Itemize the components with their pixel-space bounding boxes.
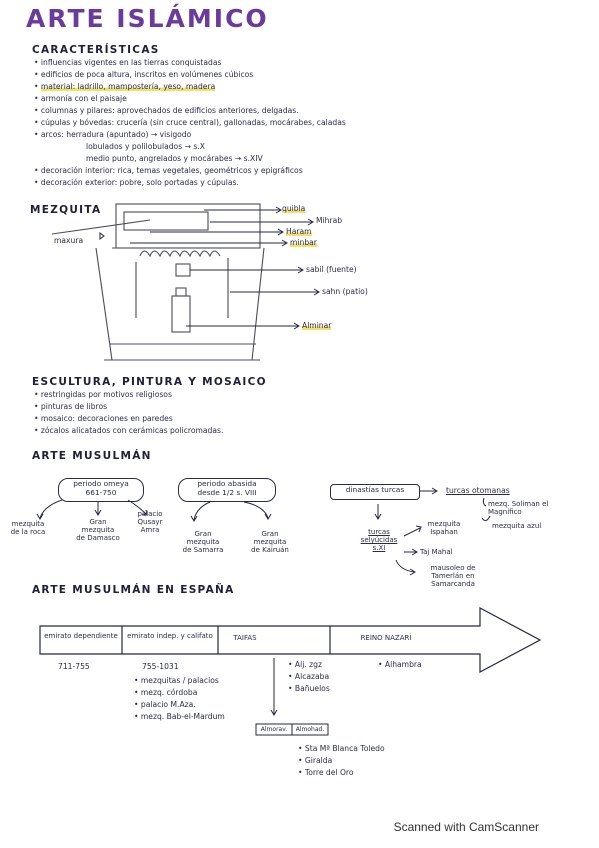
list-item: • palacio M.Aza. bbox=[134, 700, 196, 709]
list-item: • Alcazaba bbox=[288, 672, 330, 681]
list-item: • mezquitas / palacios bbox=[134, 676, 219, 685]
list-item: • decoración exterior: pobre, solo porta… bbox=[34, 178, 239, 187]
list-item: • Giralda bbox=[298, 756, 333, 765]
otomanas-child: mezquita azul bbox=[492, 522, 542, 530]
timeline-emirato-dependiente: emirato dependiente bbox=[44, 632, 118, 640]
dates-emirato: 711-755 bbox=[58, 662, 90, 671]
list-item: • mosaico: decoraciones en paredes bbox=[34, 414, 173, 423]
list-item: • pinturas de libros bbox=[34, 402, 108, 411]
turcas-otomanas: turcas otomanas bbox=[446, 486, 510, 495]
otomanas-child: mezq. Soliman el Magnífico bbox=[488, 500, 549, 516]
list-item: • Alj. zgz bbox=[288, 660, 322, 669]
list-item: medio punto, angrelados y mocárabes → s.… bbox=[86, 154, 263, 163]
list-item: • zócalos alicatados con cerámicas polic… bbox=[34, 426, 224, 435]
list-item: • armonía con el paisaje bbox=[34, 94, 127, 103]
heading-escultura: ESCULTURA, PINTURA Y MOSAICO bbox=[32, 376, 267, 388]
label-sahn: sahn (patio) bbox=[322, 287, 368, 296]
heading-mezquita: MEZQUITA bbox=[30, 204, 102, 216]
list-item: • decoración interior: rica, temas veget… bbox=[34, 166, 303, 175]
label-mihrab: Mihrab bbox=[316, 216, 343, 225]
page-title: ARTE ISLÁMICO bbox=[26, 4, 269, 33]
label-alminar: Alminar bbox=[302, 321, 332, 330]
list-item: • Bañuelos bbox=[288, 684, 330, 693]
label-maxura: maxura bbox=[54, 236, 84, 245]
list-item: • edificios de poca altura, inscritos en… bbox=[34, 70, 254, 79]
list-item: • mezq. córdoba bbox=[134, 688, 198, 697]
timeline-taifas: TAIFAS bbox=[233, 634, 257, 642]
timeline-reino-nazari: REINO NAZARÍ bbox=[360, 634, 412, 642]
list-item: lobulados y polilobulados → s.X bbox=[86, 142, 205, 151]
label-sabil: sabil (fuente) bbox=[306, 265, 357, 274]
heading-arte-musulman: ARTE MUSULMÁN bbox=[32, 450, 152, 462]
heading-espana: ARTE MUSULMÁN EN ESPAÑA bbox=[32, 584, 235, 596]
list-item: • arcos: herradura (apuntado) → visigodo bbox=[34, 130, 192, 139]
list-item: • Torre del Oro bbox=[298, 768, 354, 777]
list-item: • cúpulas y bóvedas: crucería (sin cruce… bbox=[34, 118, 346, 127]
list-item: • Alhambra bbox=[378, 660, 422, 669]
label-minbar: minbar bbox=[290, 238, 317, 247]
list-item: • Sta Mª Blanca Toledo bbox=[298, 744, 385, 753]
box-almoravides: Almorav. bbox=[260, 726, 288, 733]
label-quibla: quibla bbox=[282, 204, 306, 213]
list-item: • influencias vigentes en las tierras co… bbox=[34, 58, 222, 67]
box-almohades: Almohad. bbox=[295, 726, 325, 733]
scanner-watermark: Scanned with CamScanner bbox=[393, 820, 539, 834]
list-item: • material: ladrillo, mampostería, yeso,… bbox=[34, 82, 216, 91]
list-item: • mezq. Bab-el-Mardum bbox=[134, 712, 225, 721]
list-item: • columnas y pilares: aprovechados de ed… bbox=[34, 106, 299, 115]
box-dinastias-turcas: dinastías turcas bbox=[330, 484, 420, 500]
heading-caracteristicas: CARACTERÍSTICAS bbox=[32, 44, 160, 56]
timeline-emirato-indep: emirato indep. y califato bbox=[127, 632, 213, 640]
selyucidas-child: Taj Mahal bbox=[420, 548, 453, 556]
dates-califato: 755-1031 bbox=[142, 662, 179, 671]
list-item: • restringidas por motivos religiosos bbox=[34, 390, 172, 399]
label-haram: Haram bbox=[286, 227, 312, 236]
